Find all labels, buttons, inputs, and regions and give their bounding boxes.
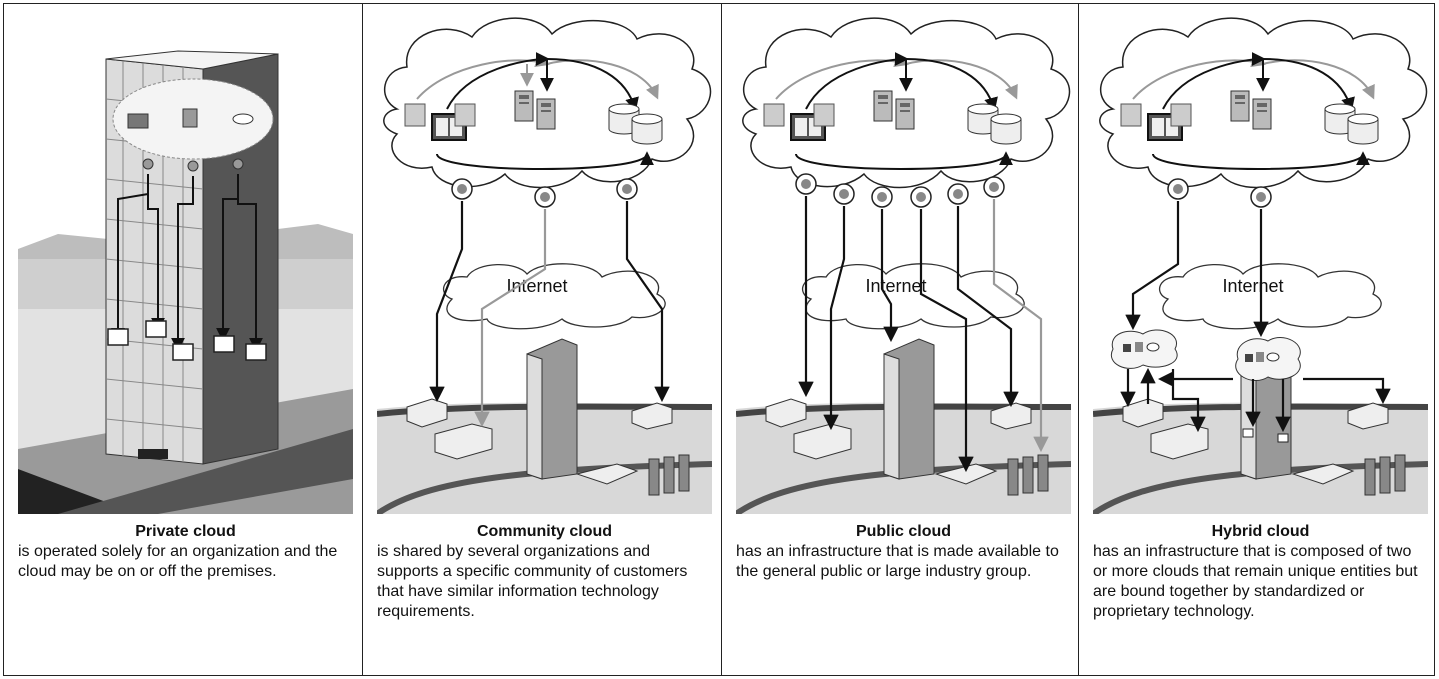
panel-divider (721, 4, 722, 675)
panel-description: has an infrastructure that is made avail… (736, 543, 1059, 580)
panel-divider (362, 4, 363, 675)
public-cloud-caption: Public cloud has an infrastructure that … (736, 522, 1071, 582)
panel-hybrid-cloud: Internet (1079, 4, 1435, 675)
community-cloud-illustration: Internet (377, 9, 712, 514)
internet-label: Internet (1222, 276, 1283, 296)
panel-description: is operated solely for an organization a… (18, 543, 338, 580)
private-cloud-illustration (18, 9, 353, 514)
community-cloud-caption: Community cloud is shared by several org… (377, 522, 712, 622)
panel-divider (1078, 4, 1079, 675)
public-cloud-illustration: Internet (736, 9, 1071, 514)
hybrid-cloud-illustration: Internet (1093, 9, 1428, 514)
panel-title: Public cloud (855, 523, 952, 540)
cloud-models-figure: Private cloud is operated solely for an … (3, 3, 1435, 676)
panel-title: Community cloud (476, 523, 613, 540)
internet-label: Internet (506, 276, 567, 296)
panel-private-cloud: Private cloud is operated solely for an … (4, 4, 362, 675)
panel-description: is shared by several organizations and s… (377, 543, 688, 620)
panel-description: has an infrastructure that is composed o… (1093, 543, 1418, 620)
panel-title: Hybrid cloud (1211, 523, 1310, 540)
private-cloud-caption: Private cloud is operated solely for an … (18, 522, 353, 582)
internet-label: Internet (865, 276, 926, 296)
panel-community-cloud: Internet Community cloud is sh (363, 4, 721, 675)
panel-public-cloud: Internet (722, 4, 1078, 675)
panel-title: Private cloud (135, 523, 236, 540)
hybrid-cloud-caption: Hybrid cloud has an infrastructure that … (1093, 522, 1428, 622)
